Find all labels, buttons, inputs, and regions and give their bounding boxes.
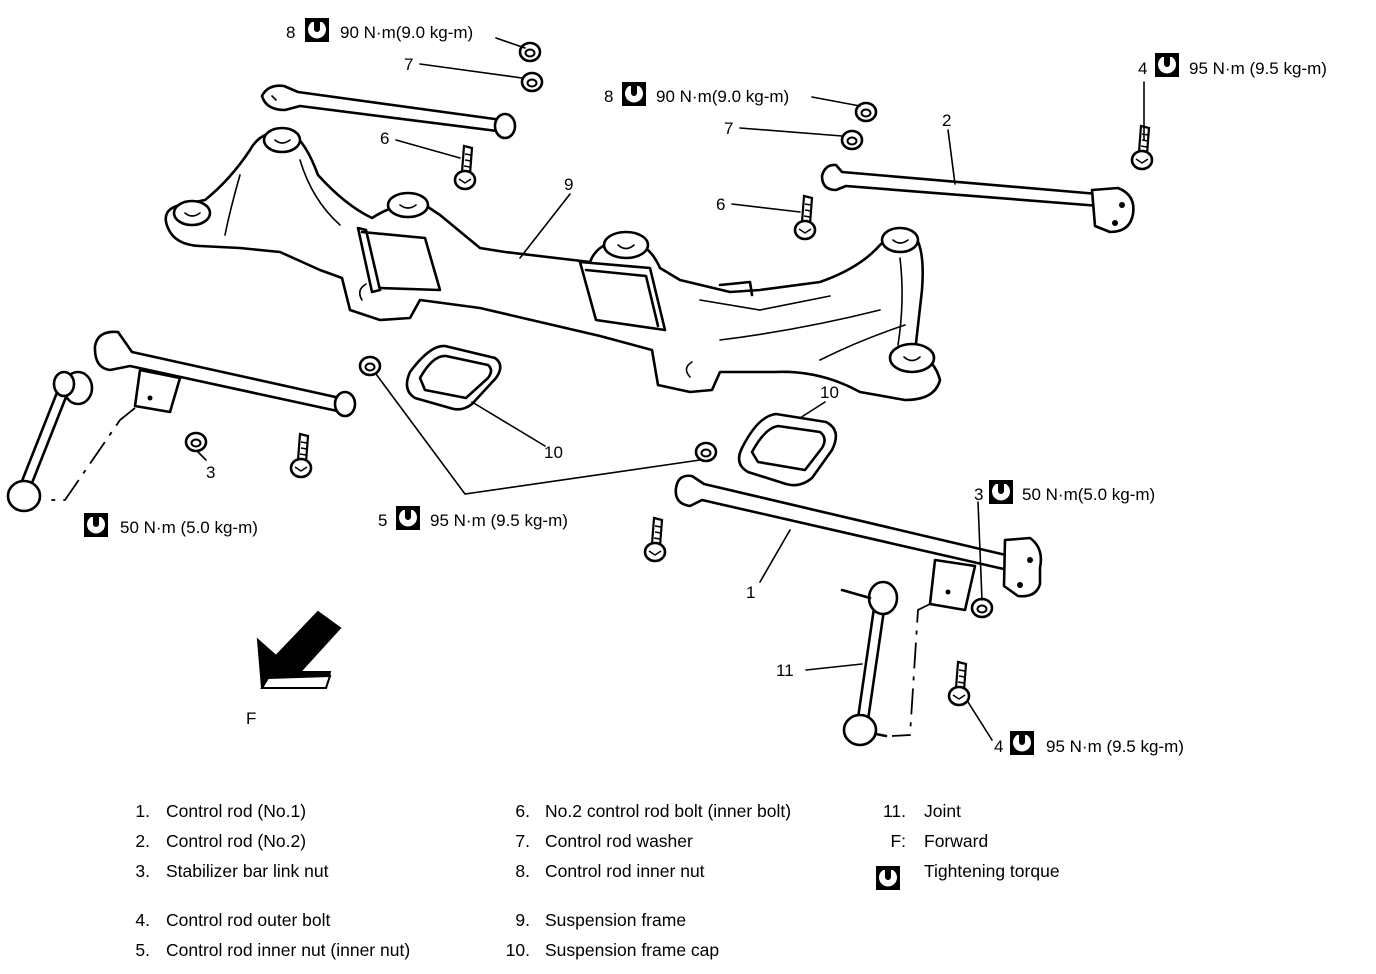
joint-stabilizer-link (840, 580, 931, 747)
legend-text: Suspension frame cap (545, 940, 720, 960)
torque-wrench-icon (1010, 731, 1034, 755)
torque-wrench-icon (622, 82, 646, 106)
callout-8-left-torque: 90 N·m(9.0 kg-m) (340, 23, 473, 42)
legend-text: No.2 control rod bolt (inner bolt) (545, 801, 792, 821)
legend-number: 1. (135, 801, 150, 821)
stabilizer-bar-link-nut-right (970, 597, 994, 619)
stabilizer-bar-link-nut-left (184, 431, 208, 453)
forward-arrow-icon (256, 610, 342, 689)
control-rod-washer-right (840, 129, 864, 151)
callout-4-bottom-number: 4 (994, 737, 1003, 756)
legend-number: 8. (515, 861, 530, 881)
control-rod-no2 (820, 163, 1135, 234)
leader-lines (197, 37, 1145, 741)
control-rod-outer-bolt-left (289, 432, 313, 479)
legend-number: F: (890, 831, 906, 851)
callout-2-number: 2 (942, 111, 951, 130)
callout-8-left-number: 8 (286, 23, 295, 42)
torque-wrench-icon (989, 480, 1013, 504)
control-rod-inner-nut-left (518, 41, 542, 63)
legend-number: 4. (135, 910, 150, 930)
legend-number: 9. (515, 910, 530, 930)
callout-9-number: 9 (564, 175, 573, 194)
control-rod-inner-bolt-lower (643, 516, 667, 563)
no2-control-rod-bolt-right (793, 194, 817, 241)
callout-6-left-number: 6 (380, 129, 389, 148)
suspension-frame-cap-left (405, 344, 502, 411)
legend-number: 11. (882, 801, 906, 821)
forward-label: F (246, 709, 256, 728)
callout-7-left-number: 7 (404, 55, 413, 74)
control-rod-outer-bolt-top (1130, 124, 1154, 171)
callout-link-left-torque: 50 N·m (5.0 kg-m) (120, 518, 258, 537)
no2-control-rod-bolt-left (453, 144, 477, 191)
legend-number: 7. (515, 831, 530, 851)
legend-text: Suspension frame (545, 910, 687, 930)
control-rod-upper-left (260, 84, 517, 140)
callout-4-top-number: 4 (1138, 59, 1147, 78)
legend-text: Control rod (No.1) (166, 801, 307, 821)
legend-text: Joint (924, 801, 961, 821)
torque-wrench-icon (305, 18, 329, 42)
legend-text: Control rod (No.2) (166, 831, 307, 851)
callout-6-right-number: 6 (716, 195, 725, 214)
callout-5-torque: 95 N·m (9.5 kg-m) (430, 511, 568, 530)
legend-text: Control rod washer (545, 831, 693, 851)
legend-number: 3. (135, 861, 150, 881)
legend-text: Tightening torque (924, 861, 1060, 881)
suspension-frame (164, 126, 942, 402)
callout-10-right-number: 10 (820, 383, 839, 402)
callout-4-top-torque: 95 N·m (9.5 kg-m) (1189, 59, 1327, 78)
callout-8-right-torque: 90 N·m(9.0 kg-m) (656, 87, 789, 106)
torque-wrench-icon (876, 866, 900, 890)
legend-number: 6. (515, 801, 530, 821)
legend-text: Control rod outer bolt (166, 910, 331, 930)
callout-11-number: 11 (776, 661, 794, 680)
control-rod-inner-nut-5b (694, 441, 718, 463)
callout-1-number: 1 (746, 583, 755, 602)
torque-wrench-icon (396, 506, 420, 530)
callout-7-right-number: 7 (724, 119, 733, 138)
legend-number: 10. (505, 940, 530, 960)
control-rod-inner-nut-5a (358, 355, 382, 377)
legend-text: Stabilizer bar link nut (166, 861, 329, 881)
callout-4-bottom-torque: 95 N·m (9.5 kg-m) (1046, 737, 1184, 756)
control-rod-outer-bolt-bottom (947, 660, 971, 707)
control-rod-washer-left (520, 71, 544, 93)
legend-number: 2. (135, 831, 150, 851)
callout-3-right-number: 3 (974, 485, 983, 504)
torque-wrench-icon (84, 513, 108, 537)
control-rod-no1 (674, 474, 1043, 612)
legend-text: Control rod inner nut (545, 861, 705, 881)
callout-3-left-number: 3 (206, 463, 215, 482)
legend-text: Forward (924, 831, 989, 851)
stabilizer-link-left (6, 370, 136, 513)
callout-8-right-number: 8 (604, 87, 613, 106)
torque-wrench-icon (1155, 53, 1179, 77)
suspension-frame-cap-right (737, 412, 838, 487)
callout-5-number: 5 (378, 511, 387, 530)
callout-3-right-torque: 50 N·m(5.0 kg-m) (1022, 485, 1155, 504)
legend-text: Control rod inner nut (inner nut) (166, 940, 411, 960)
callout-10-left-number: 10 (544, 443, 563, 462)
legend-number: 5. (135, 940, 150, 960)
control-rod-lower-left (93, 330, 357, 418)
